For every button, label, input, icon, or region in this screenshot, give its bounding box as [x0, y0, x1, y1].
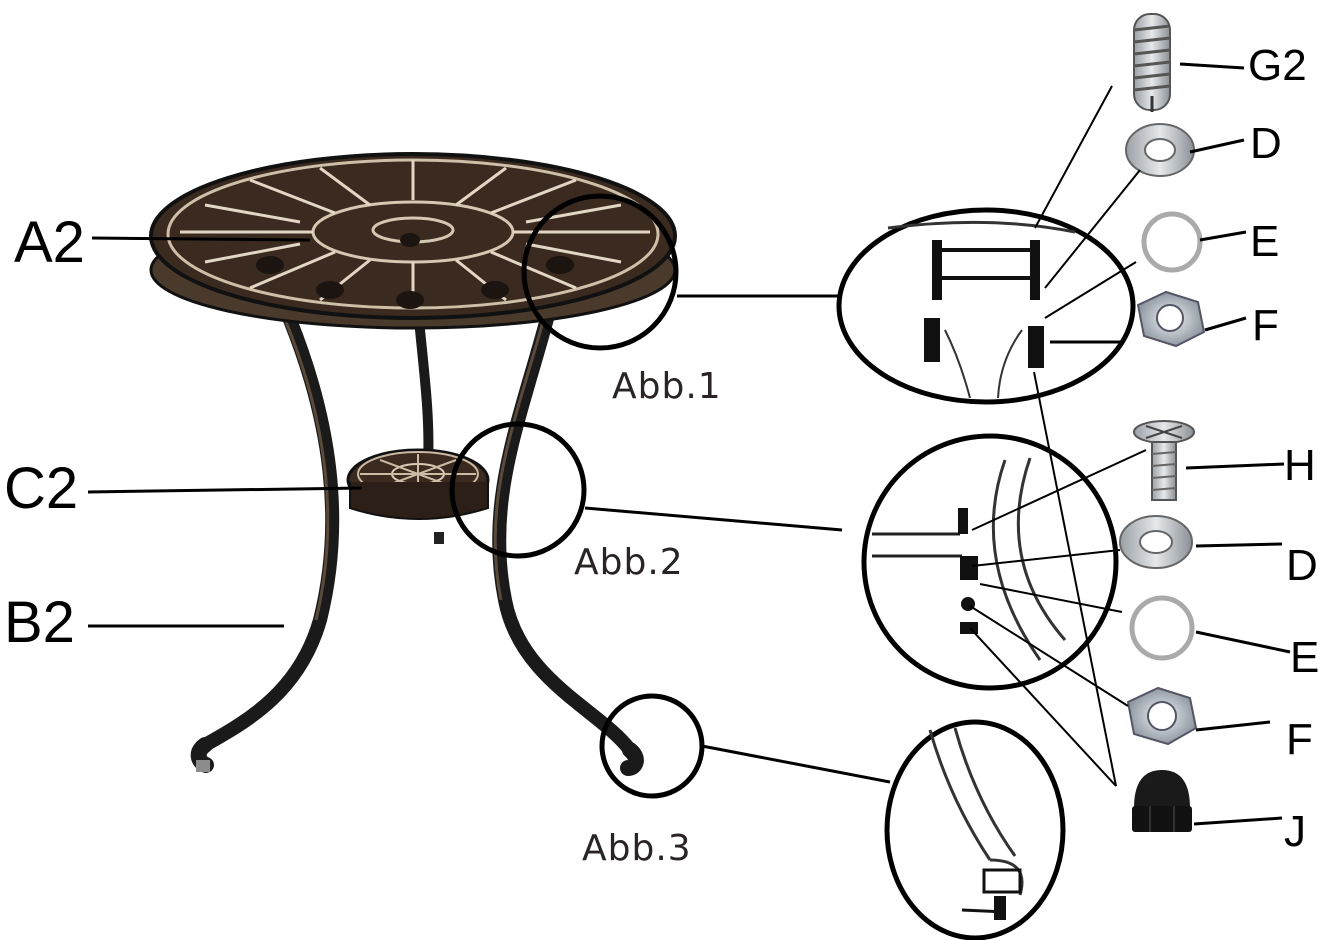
hardware-middle	[1119, 420, 1198, 832]
label-spring-washer-middle: E	[1290, 633, 1319, 682]
enlarged-detail-3	[884, 719, 1066, 940]
label-spring-washer-top: E	[1250, 217, 1279, 266]
label-tabletop: A2	[14, 210, 85, 275]
label-legs: B2	[4, 590, 75, 655]
table-illustration	[149, 152, 705, 799]
nut-icon	[1136, 290, 1206, 348]
abb-label-2: Abb.2	[574, 542, 684, 583]
screw-icon	[1133, 420, 1195, 501]
hardware-top	[1125, 13, 1206, 348]
enlarged-detail-1	[836, 207, 1136, 405]
spring-washer-icon	[1141, 211, 1203, 273]
label-cap-nut: J	[1284, 807, 1306, 856]
nut-icon	[1126, 686, 1198, 746]
bolt-icon	[1133, 13, 1171, 112]
tabletop	[149, 152, 677, 330]
label-center-ring: C2	[4, 456, 78, 521]
label-bolt: G2	[1248, 41, 1307, 90]
abb-label-1: Abb.1	[612, 366, 722, 407]
label-washer-top: D	[1250, 119, 1282, 168]
label-nut-top: F	[1252, 301, 1279, 350]
abb-label-3: Abb.3	[582, 828, 692, 869]
washer-icon	[1125, 123, 1195, 177]
detail-circle-2	[449, 421, 587, 559]
spring-washer-icon	[1129, 595, 1195, 661]
detail-circle-1	[521, 193, 679, 351]
label-washer-middle: D	[1286, 541, 1318, 590]
washer-icon	[1119, 515, 1193, 569]
label-screw: H	[1284, 441, 1316, 490]
table-legs	[190, 308, 644, 776]
cap-nut-icon	[1132, 770, 1192, 832]
label-nut-middle: F	[1286, 715, 1313, 764]
detail-circle-3	[599, 693, 705, 799]
